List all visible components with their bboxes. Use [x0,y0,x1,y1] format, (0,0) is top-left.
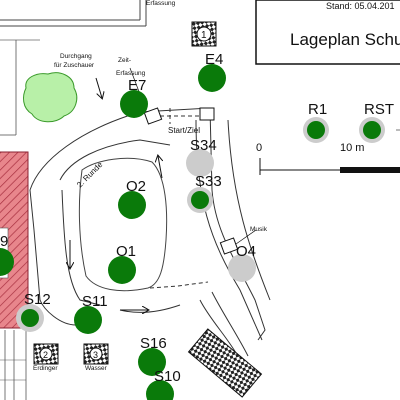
marker-dot-inner[interactable] [307,121,325,139]
marker-dot[interactable] [146,380,174,400]
marker-dot[interactable] [120,90,148,118]
marker-label: S34 [190,137,217,154]
marker-label: S11 [82,293,108,310]
marker-dot[interactable] [138,348,166,376]
marker-dot[interactable] [198,64,226,92]
zeiterfassung-label-2: Erfassung [116,70,146,77]
map-marker-9[interactable]: 9 [0,233,14,276]
musik-label: Musik [250,226,268,233]
scale-zero: 0 [256,142,262,154]
marker-label: S16 [140,335,167,352]
marker-dot[interactable] [108,256,136,284]
round-2-label: 2. Runde [75,160,105,190]
marker-dot-inner[interactable] [21,309,39,327]
station-2: 2 [33,343,59,365]
marker-label: O1 [116,243,136,260]
inner-field [78,157,168,292]
wasser-label: Wasser [85,365,108,372]
marker-dot[interactable] [186,149,214,177]
station-2-number: 2 [43,350,48,360]
marker-label: 9 [0,233,8,250]
hedge-area [23,72,78,123]
marker-dot[interactable] [228,254,256,282]
map-marker-r1[interactable]: R1 [303,101,329,143]
map-marker-s12[interactable]: S12 [16,291,51,332]
start-finish-gate [143,107,239,255]
scale-bar: 0 10 m [256,142,400,175]
map-marker-s10[interactable]: S10 [146,368,181,400]
map-title: Lageplan Schu [290,30,400,49]
map-marker-rst[interactable]: RST [359,101,394,143]
erfassung-label: Erfassung [146,0,176,7]
legend-header-box: Stand: 05.04.201 Lageplan Schu [255,0,400,65]
map-marker-o4[interactable]: O4 [228,243,256,282]
zeiterfassung-label-1: Zeit- [118,57,131,64]
marker-label: E4 [205,51,223,68]
station-1-number: 1 [201,30,207,41]
left-fence [0,40,27,400]
upper-boundary [0,0,147,41]
marker-dot[interactable] [74,306,102,334]
marker-dot-inner[interactable] [363,121,381,139]
map-marker-s33[interactable]: S33 [187,173,222,213]
checkered-area [187,328,263,398]
start-ziel-label: Start/Ziel [168,126,200,135]
marker-label: S12 [24,291,51,308]
station-3: 3 [83,343,109,365]
marker-dot-inner[interactable] [191,191,209,209]
map-marker-e4[interactable]: E4 [198,51,226,92]
marker-label: O2 [126,178,146,195]
marker-label: RST [364,101,394,118]
durchgang-label-2: für Zuschauer [54,62,95,69]
durchgang-label-1: Durchgang [60,53,92,60]
marker-label: O4 [236,243,256,260]
marker-label: R1 [308,101,327,118]
marker-dot[interactable] [0,248,14,276]
map-marker-s16[interactable]: S16 [138,335,167,376]
direction-arrows [70,67,257,310]
running-track [29,107,271,361]
map-marker-o2[interactable]: O2 [118,178,146,219]
marker-label: S33 [195,173,222,190]
map-marker-o1[interactable]: O1 [108,243,136,284]
scale-ten: 10 m [340,142,364,154]
map-marker-s34[interactable]: S34 [186,137,217,177]
marker-dot[interactable] [118,191,146,219]
dashed-paths [149,108,209,289]
marker-label: E7 [128,77,146,94]
map-marker-e7[interactable]: E7 [120,77,148,118]
map-marker-s11[interactable]: S11 [74,293,108,334]
station-1: 1 [191,21,217,47]
station-3-number: 3 [93,350,98,360]
date-line: Stand: 05.04.201 [326,1,395,11]
marker-label: S10 [154,368,181,385]
erdinger-label: Erdinger [33,365,58,372]
